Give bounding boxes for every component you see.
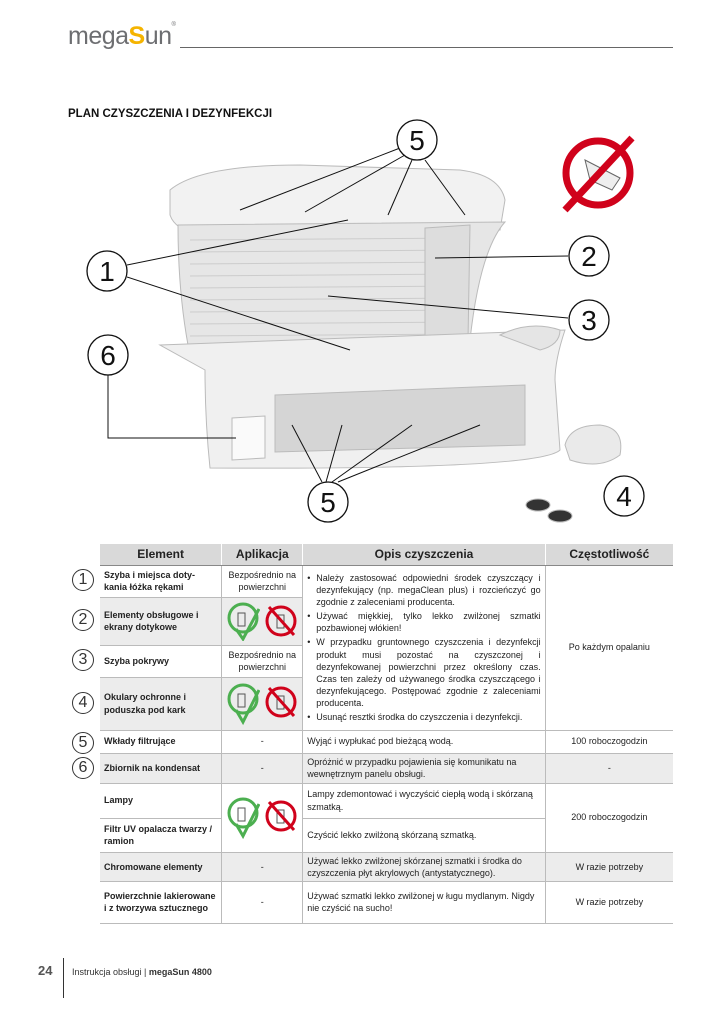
svg-text:1: 1 xyxy=(99,256,115,287)
cell-aplikacja: - xyxy=(221,729,304,754)
callout-5-bottom: 5 xyxy=(307,481,349,523)
cell-element: Chromowane elementy xyxy=(100,851,223,882)
row-number: 6 xyxy=(72,757,94,779)
cell-element: Wkłady filtrujące xyxy=(100,729,223,754)
cell-element: Zbiornik na kondensat xyxy=(100,752,223,784)
opis-bullet: Używać miękkiej, tylko lekko zwilżonej s… xyxy=(307,610,540,634)
cell-aplikacja-icons xyxy=(221,596,304,646)
svg-text:2: 2 xyxy=(581,241,597,272)
cell-aplikacja-icons xyxy=(221,782,304,853)
table-row: Lampy Lampy zdemontować i wyczyścić ciep… xyxy=(100,782,673,853)
cell-freq: 100 roboczogodzin xyxy=(545,729,673,754)
page-title: PLAN CZYSZCZENIA I DEZYNFEKCJI xyxy=(68,108,273,120)
row-number: 3 xyxy=(72,649,94,671)
spray-forbidden-icon xyxy=(265,800,297,831)
svg-text:5: 5 xyxy=(320,487,336,518)
cell-freq: 200 roboczogodzin xyxy=(545,782,673,853)
cell-freq-group: Po każdym opalaniu xyxy=(545,564,673,731)
callout-lines xyxy=(107,147,569,483)
cell-aplikacja: - xyxy=(221,752,304,784)
cell-opis: Używać szmatki lekko zwilżonej w ługu my… xyxy=(302,880,546,924)
spray-forbidden-icon xyxy=(265,605,297,637)
svg-text:3: 3 xyxy=(581,305,597,336)
table-row: Szyba pokrywy Bezpośrednio na powierzchn… xyxy=(100,644,673,678)
callout-3: 3 xyxy=(568,299,610,341)
row-number: 4 xyxy=(72,692,94,714)
header-aplikacja: Aplikacja xyxy=(221,544,304,566)
table-row: Zbiornik na kondensat - Opróżnić w przyp… xyxy=(100,752,673,784)
footer-product: megaSun 4800 xyxy=(148,967,212,977)
callout-4: 4 xyxy=(603,475,645,517)
cell-aplikacja-icons xyxy=(221,676,304,731)
cell-element: Filtr UV opalacza twarzy / ramion xyxy=(100,817,223,853)
header-element: Element xyxy=(100,544,223,566)
cell-element: Powierzchnie lakierowane i z tworzywa sz… xyxy=(100,880,223,924)
row-number: 5 xyxy=(72,732,94,754)
callout-2: 2 xyxy=(568,235,610,277)
callout-6: 6 xyxy=(87,334,129,376)
cell-opis-group: Należy zastosować odpowiedni środek czys… xyxy=(302,564,546,731)
spray-allowed-icon xyxy=(227,602,261,641)
cell-element: Lampy xyxy=(100,782,223,819)
table-row: Okulary ochronne i poduszka pod kark xyxy=(100,676,673,731)
footer-divider xyxy=(63,958,64,998)
table-row: Filtr UV opalacza twarzy / ramion Czyści… xyxy=(100,817,673,853)
sunbed-drawing xyxy=(158,164,622,523)
table-row: Szyba i miejsca doty-kania łóżka rękami … xyxy=(100,564,673,731)
svg-text:6: 6 xyxy=(100,340,116,371)
cleaning-plan-table: Element Aplikacja Opis czyszczenia Częst… xyxy=(100,544,673,924)
table-row: Powierzchnie lakierowane i z tworzywa sz… xyxy=(100,880,673,924)
cell-element: Szyba pokrywy xyxy=(100,644,223,678)
header-opis: Opis czyszczenia xyxy=(302,544,546,566)
callout-5-top: 5 xyxy=(396,119,438,161)
logo-text-s: S xyxy=(128,22,146,50)
cell-element: Szyba i miejsca doty-kania łóżka rękami xyxy=(100,564,223,598)
cell-opis: Opróżnić w przypadku pojawienia się komu… xyxy=(302,752,546,784)
opis-bullet: Usunąć resztki środka do czyszczenia i d… xyxy=(307,711,540,723)
cell-opis: Wyjąć i wypłukać pod bieżącą wodą. xyxy=(302,729,546,754)
spray-allowed-icon xyxy=(227,683,261,725)
footer-label: Instrukcja obsługi | xyxy=(72,967,149,977)
cell-element: Okulary ochronne i poduszka pod kark xyxy=(100,676,223,731)
table-row: Wkłady filtrujące - Wyjąć i wypłukać pod… xyxy=(100,729,673,754)
cell-aplikacja: Bezpośrednio na powierzchni xyxy=(221,564,304,598)
cell-aplikacja: - xyxy=(221,880,304,924)
logo-reg: ® xyxy=(171,22,176,28)
row-number: 1 xyxy=(72,569,94,591)
cell-element: Elementy obsługowe i ekrany dotykowe xyxy=(100,596,223,646)
svg-text:5: 5 xyxy=(409,125,425,156)
svg-text:4: 4 xyxy=(616,481,632,512)
cell-aplikacja: Bezpośrednio na powierzchni xyxy=(221,644,304,678)
row-number: 2 xyxy=(72,609,94,631)
logo-text: mega xyxy=(68,22,129,50)
sunbed-illustration: 5 1 2 3 6 5 4 xyxy=(86,119,645,523)
opis-bullet: Należy zastosować odpowiedni środek czys… xyxy=(307,572,540,608)
table-row: Elementy obsługowe i ekrany dotykowe xyxy=(100,596,673,646)
table-row: Chromowane elementy - Używać lekko zwilż… xyxy=(100,851,673,882)
logo-text-b: un xyxy=(144,22,172,50)
cell-freq: W razie potrzeby xyxy=(545,880,673,924)
cell-freq: - xyxy=(545,752,673,784)
cell-opis: Lampy zdemontować i wyczyścić ciepłą wod… xyxy=(302,782,546,819)
spray-forbidden-icon xyxy=(265,686,297,717)
cell-aplikacja: - xyxy=(221,851,304,882)
cell-freq: W razie potrzeby xyxy=(545,851,673,882)
spray-allowed-icon xyxy=(227,797,261,839)
footer-text: Instrukcja obsługi | megaSun 4800 xyxy=(72,967,212,977)
cell-opis: Czyścić lekko zwilżoną skórzaną szmatką. xyxy=(302,817,546,853)
megasun-logo: megaSun® xyxy=(68,22,176,51)
opis-bullet: W przypadku gruntownego czyszczenia i de… xyxy=(307,636,540,709)
cell-opis: Używać lekko zwilżonej skórzanej szmatki… xyxy=(302,851,546,882)
header-czestotliwosc: Częstotliwość xyxy=(545,544,673,566)
header-rule xyxy=(180,47,673,48)
page-number: 24 xyxy=(38,963,53,978)
callout-1: 1 xyxy=(86,250,128,292)
no-hands-sign-icon xyxy=(562,135,635,213)
